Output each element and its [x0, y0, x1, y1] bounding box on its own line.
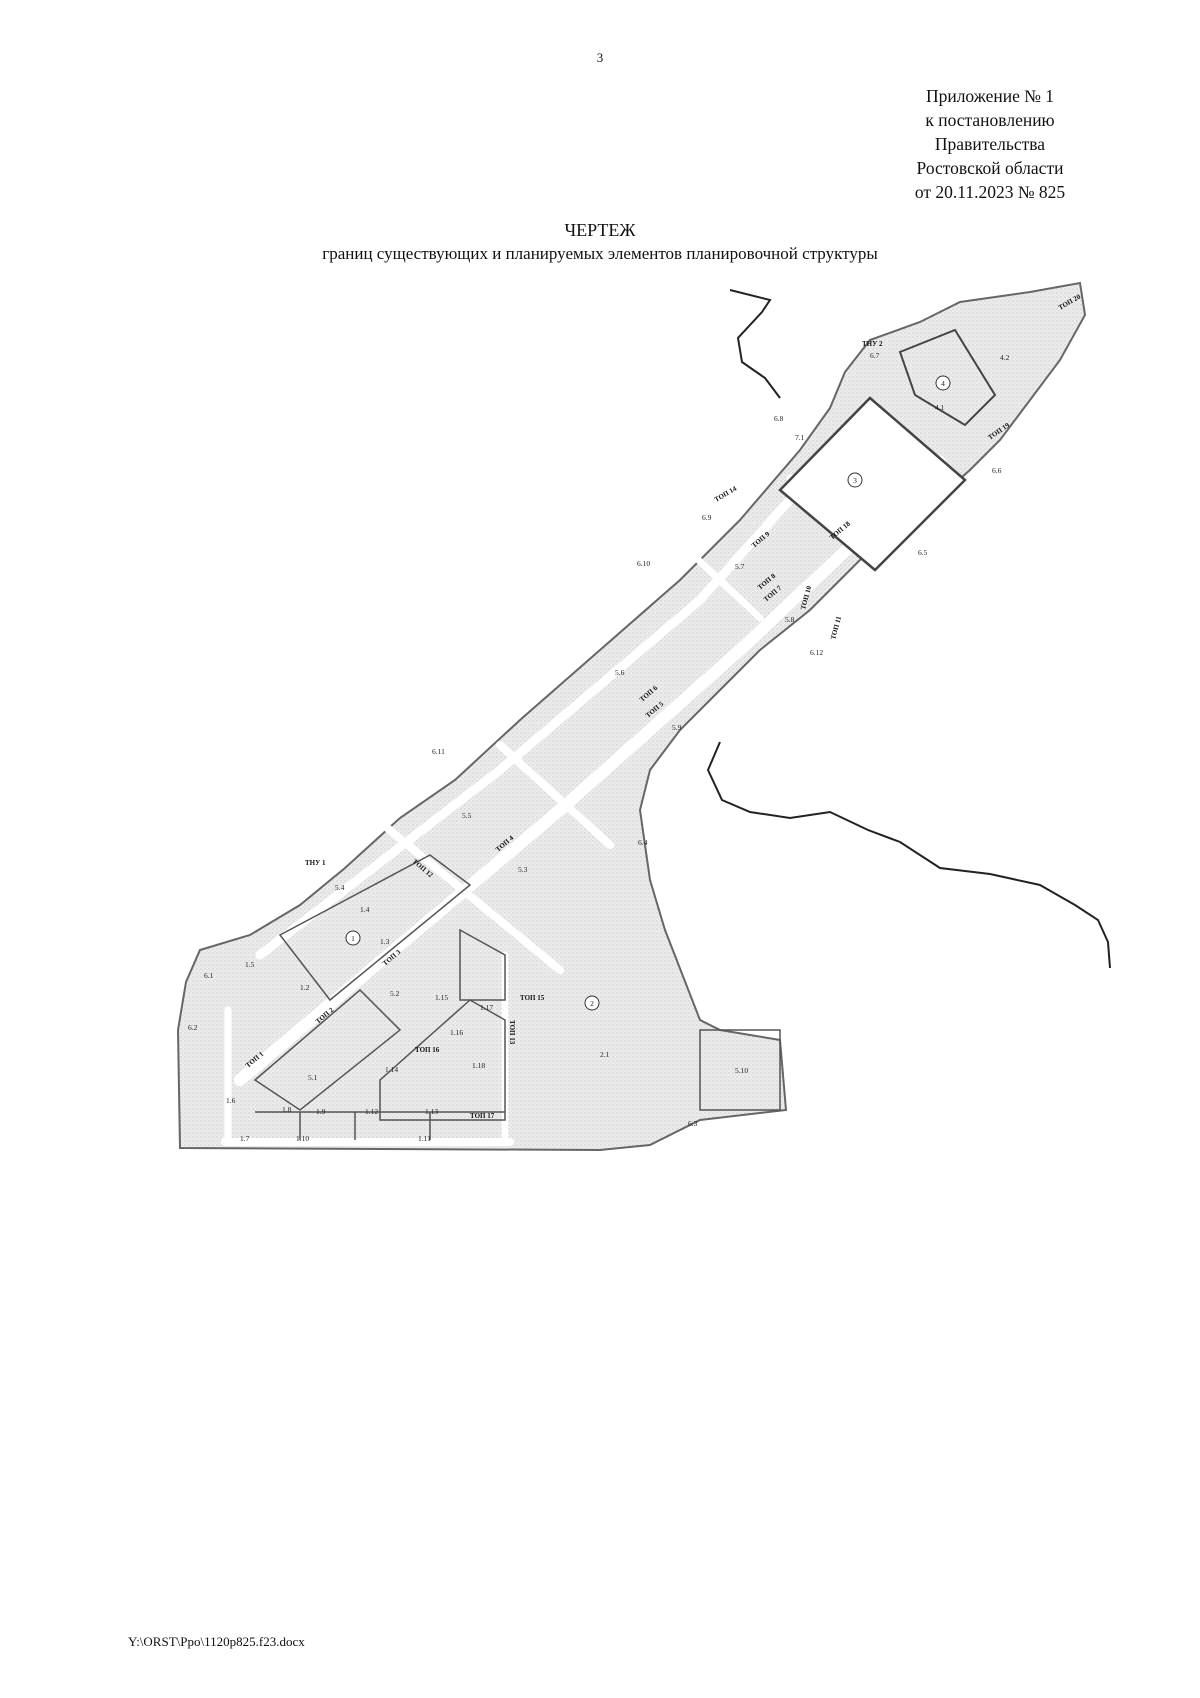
plot-label: 1.7	[240, 1134, 250, 1143]
road-label: ТНУ 1	[305, 859, 326, 867]
appendix-line-2: к постановлению	[925, 110, 1055, 130]
plot-labels: 1.2 1.3 1.4 1.5 1.6 1.7 1.8 1.9 1.10 1.1…	[188, 351, 1010, 1143]
plot-label: 5.1	[308, 1073, 318, 1082]
plot-label: 6.9	[702, 513, 712, 522]
plot-label: 4.1	[935, 403, 945, 412]
block-circle-1-text: 1	[351, 934, 355, 943]
block-circle-2	[584, 995, 600, 1011]
plot-label: 1.12	[365, 1107, 378, 1116]
page-number: 3	[596, 50, 604, 65]
block-circle-2-text: 2	[590, 999, 594, 1008]
title-subtitle: границ существующих и планируемых элемен…	[322, 244, 878, 263]
plot-label: 5.9	[672, 723, 682, 732]
footer-file-path: Y:\ORST\Ppo\1120p825.f23.docx	[128, 1634, 305, 1649]
plot-label: 5.5	[462, 811, 472, 820]
plot-label: 6.8	[774, 414, 784, 423]
plot-label: 5.8	[785, 615, 795, 624]
plot-label: 1.16	[450, 1028, 463, 1037]
plot-label: 6.11	[432, 747, 445, 756]
block-circle-3-text: 3	[853, 476, 857, 485]
plot-label: 1.4	[360, 905, 370, 914]
appendix-line-3: Правительства	[934, 134, 1046, 154]
plot-label: 1.6	[226, 1096, 236, 1105]
appendix-line-4: Ростовской области	[916, 158, 1064, 178]
block-circle-1	[345, 930, 361, 946]
road-label: ТНУ 2	[862, 340, 883, 348]
plot-label: 6.12	[810, 648, 823, 657]
plot-label: 1.5	[245, 960, 255, 969]
cross-road-1	[376, 818, 564, 974]
block-circle-4	[935, 375, 951, 391]
plot-label: 6.4	[638, 838, 648, 847]
parcel-borders	[253, 854, 781, 1140]
appendix-line-1: Приложение № 1	[925, 86, 1055, 106]
river-north	[729, 289, 781, 399]
plot-label: 5.2	[390, 989, 400, 998]
road-label: ТОП 15	[520, 994, 545, 1002]
northwest-road	[255, 400, 880, 960]
block-circle-4-text: 4	[941, 379, 945, 388]
plot-label: 4.2	[1000, 353, 1010, 362]
plot-label: 1.10	[296, 1134, 309, 1143]
plot-label: 6.1	[204, 971, 214, 980]
plot-label: 2.1	[600, 1050, 610, 1059]
plot-label: 6.2	[188, 1023, 198, 1032]
plot-label: 1.14	[385, 1065, 398, 1074]
plot-label: 1.8	[282, 1105, 292, 1114]
plot-label: 5.4	[335, 883, 345, 892]
plot-label: 1.2	[300, 983, 310, 992]
plot-label: 1.13	[425, 1107, 438, 1116]
plot-label: 5.6	[615, 668, 625, 677]
block-3-frame	[778, 396, 967, 572]
block-circle-3	[847, 472, 863, 488]
plot-label: 1.3	[380, 937, 390, 946]
plot-label: 6.3	[688, 1119, 698, 1128]
road-label: ТОП 16	[415, 1046, 440, 1054]
plot-label: 5.7	[735, 562, 745, 571]
road-label: ТОП 14	[713, 484, 738, 503]
river-east	[706, 741, 1111, 969]
appendix-block: Приложение № 1 к постановлению Правитель…	[840, 84, 1140, 204]
road-label: ТОП 17	[470, 1112, 495, 1120]
plot-label: 6.6	[992, 466, 1002, 475]
plot-label: 5.10	[735, 1066, 748, 1075]
document-title: ЧЕРТЕЖ границ существующих и планируемых…	[0, 218, 1200, 266]
plot-label: 1.9	[316, 1107, 326, 1116]
plot-label: 1.15	[435, 993, 448, 1002]
plot-label: 6.7	[870, 351, 880, 360]
plot-label: 1.18	[472, 1061, 485, 1070]
road-label: ТОП 11	[829, 615, 843, 641]
main-road	[234, 456, 946, 1086]
title-main: ЧЕРТЕЖ	[564, 220, 636, 240]
cross-road-3	[686, 548, 764, 622]
plot-label: 6.10	[637, 559, 650, 568]
plot-label: 1.17	[480, 1003, 493, 1012]
plot-label: 6.5	[918, 548, 928, 557]
plot-label: 5.3	[518, 865, 528, 874]
plot-label: 1.11	[418, 1134, 431, 1143]
cross-road-2	[496, 741, 614, 849]
road-label: ТОП 13	[508, 1020, 516, 1045]
appendix-line-5: от 20.11.2023 № 825	[914, 182, 1066, 202]
plot-label: 7.1	[795, 433, 805, 442]
block-circle-labels: 1 2 3 4	[345, 375, 951, 1011]
